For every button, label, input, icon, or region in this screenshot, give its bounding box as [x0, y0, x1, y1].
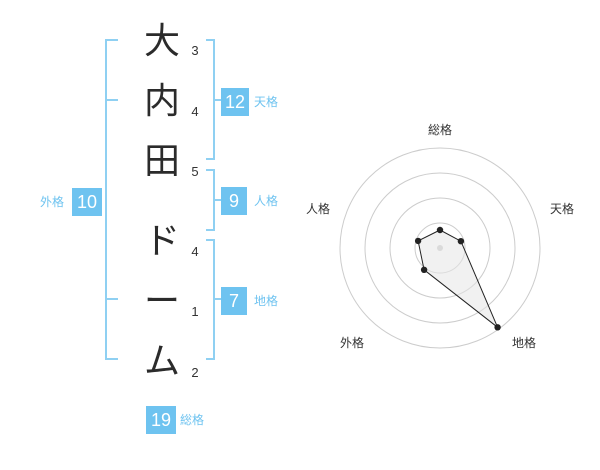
stroke-count-2: 4 [191, 104, 199, 119]
radar-ring-2 [389, 197, 491, 299]
radar-point-3 [494, 324, 501, 331]
name-char-2: 内 [143, 81, 180, 122]
name-char-4: ド [143, 221, 180, 262]
stroke-count-1: 3 [191, 43, 199, 58]
stroke-count-5: 1 [191, 304, 199, 319]
jinkaku-bracket [206, 169, 222, 231]
name-char-6: ム [143, 341, 180, 382]
radar-point-1 [436, 226, 444, 234]
tenkaku-value: 12 [221, 88, 249, 116]
name-char-1: 大 [143, 21, 180, 62]
name-char-5: ー [143, 281, 180, 322]
jinkaku-label: 人格 [254, 194, 279, 208]
gaikaku-value: 10 [72, 188, 102, 216]
axis-label-tenkaku: 天格 [550, 201, 574, 216]
radar-ring-4 [339, 147, 541, 349]
stroke-count-6: 2 [191, 365, 199, 380]
radar-ring-3 [364, 172, 516, 324]
stroke-count-3: 5 [191, 164, 199, 179]
radar-point-4 [420, 266, 428, 273]
tenkaku-bracket [206, 39, 222, 160]
radar-point-2 [457, 238, 465, 245]
axis-label-chikaku: 地格 [512, 335, 536, 350]
soukaku-value: 19 [146, 406, 176, 434]
radar-area [417, 229, 499, 328]
stroke-count-4: 4 [191, 244, 199, 259]
gaikaku-label: 外格 [40, 195, 65, 209]
gaikaku-bracket [105, 39, 118, 360]
radar-rings [339, 147, 541, 349]
name-char-3: 田 [143, 141, 180, 182]
tenkaku-label: 天格 [254, 95, 279, 109]
radar-axis-labels: 総格 天格 地格 外格 人格 [306, 122, 574, 350]
jinkaku-value: 9 [221, 187, 247, 215]
radar-points [414, 226, 501, 331]
soukaku-label: 総格 [180, 413, 205, 427]
chikaku-label: 地格 [254, 294, 279, 308]
chikaku-value: 7 [221, 287, 247, 315]
axis-label-soukaku: 総格 [428, 122, 452, 137]
axis-label-jinkaku: 人格 [306, 201, 330, 216]
axis-label-gaikaku: 外格 [340, 335, 364, 350]
radar-point-5 [414, 237, 422, 245]
chikaku-bracket [206, 239, 222, 360]
